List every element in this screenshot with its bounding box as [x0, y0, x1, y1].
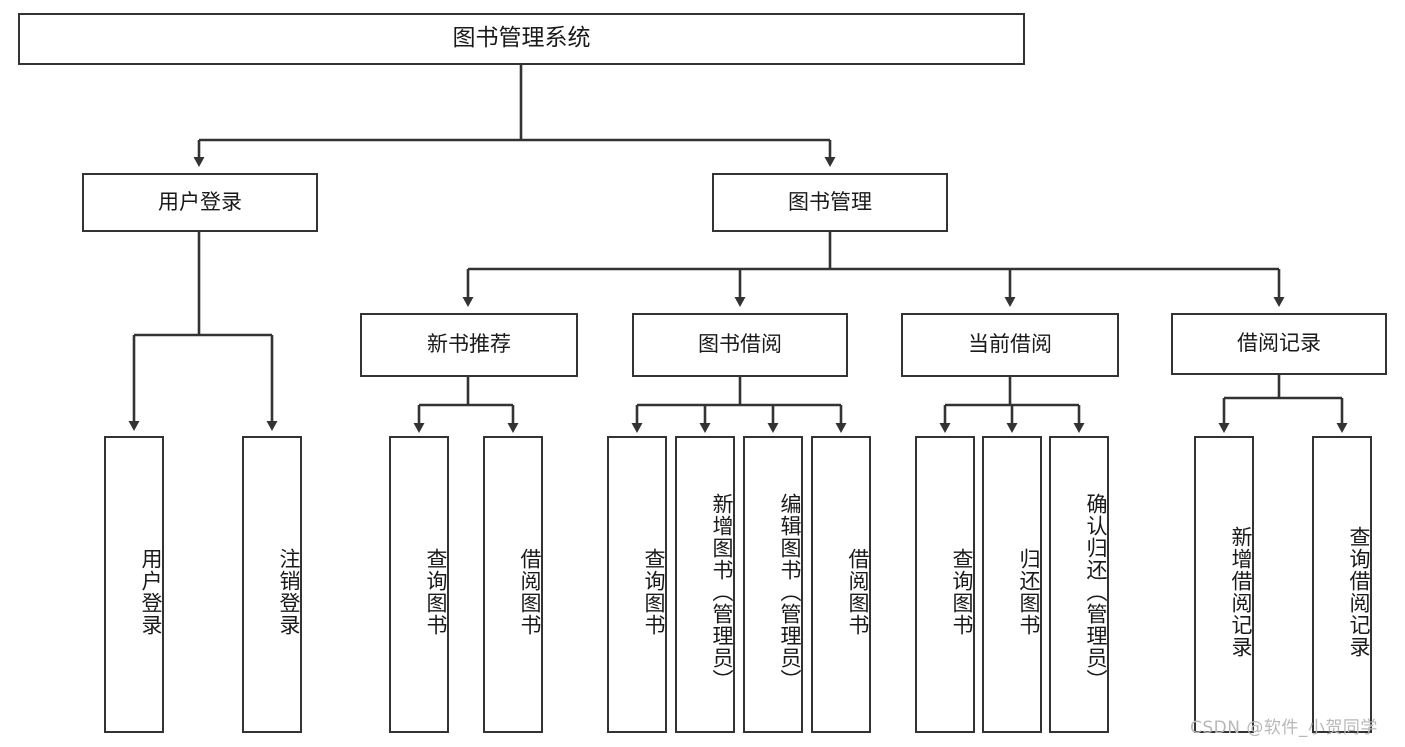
node-book-borrow-label: 图书借阅 [698, 332, 782, 357]
node-book-management[interactable]: 图书管理 [712, 173, 948, 232]
leaf-current-query-book[interactable]: 查询图书 [915, 436, 975, 733]
node-new-book-recommend[interactable]: 新书推荐 [360, 313, 578, 377]
node-current-borrow-label: 当前借阅 [968, 332, 1052, 357]
leaf-borrow-add-book[interactable]: 新增图书（管理员） [675, 436, 735, 733]
leaf-label: 查询借阅记录 [1347, 525, 1371, 658]
node-user-login[interactable]: 用户登录 [82, 173, 318, 232]
node-root[interactable]: 图书管理系统 [18, 13, 1025, 65]
leaf-label: 注销登录 [277, 547, 301, 636]
leaf-borrow-edit-book[interactable]: 编辑图书（管理员） [743, 436, 803, 733]
leaf-label: 用户登录 [139, 547, 163, 636]
leaf-user-login-logout[interactable]: 注销登录 [242, 436, 302, 733]
leaf-label: 归还图书 [1017, 547, 1041, 636]
leaf-label: 查询图书 [950, 547, 974, 636]
leaf-borrow-borrow-book[interactable]: 借阅图书 [811, 436, 871, 733]
leaf-record-add-record[interactable]: 新增借阅记录 [1194, 436, 1254, 733]
node-root-label: 图书管理系统 [452, 25, 591, 52]
leaf-borrow-query-book[interactable]: 查询图书 [607, 436, 667, 733]
node-new-book-recommend-label: 新书推荐 [427, 332, 511, 357]
leaf-label: 新增借阅记录 [1229, 525, 1253, 658]
leaf-current-confirm-return[interactable]: 确认归还（管理员） [1049, 436, 1109, 733]
node-user-login-label: 用户登录 [158, 189, 242, 214]
leaf-label: 查询图书 [424, 547, 448, 636]
node-borrow-record[interactable]: 借阅记录 [1171, 313, 1387, 375]
leaf-new-book-borrow[interactable]: 借阅图书 [483, 436, 543, 733]
leaf-current-return-book[interactable]: 归还图书 [982, 436, 1042, 733]
leaf-label: 编辑图书（管理员） [778, 492, 802, 691]
leaf-new-book-query[interactable]: 查询图书 [389, 436, 449, 733]
csdn-watermark: CSDN @软件_小贺同学 [1190, 718, 1378, 738]
node-borrow-record-label: 借阅记录 [1237, 331, 1321, 356]
leaf-label: 借阅图书 [518, 547, 542, 636]
node-book-management-label: 图书管理 [788, 189, 872, 214]
node-current-borrow[interactable]: 当前借阅 [901, 313, 1119, 377]
leaf-label: 借阅图书 [846, 547, 870, 636]
leaf-label: 查询图书 [642, 547, 666, 636]
node-book-borrow[interactable]: 图书借阅 [632, 313, 848, 377]
leaf-user-login-login[interactable]: 用户登录 [104, 436, 164, 733]
leaf-label: 新增图书（管理员） [710, 492, 734, 691]
leaf-record-query-record[interactable]: 查询借阅记录 [1312, 436, 1372, 733]
leaf-label: 确认归还（管理员） [1084, 492, 1108, 691]
